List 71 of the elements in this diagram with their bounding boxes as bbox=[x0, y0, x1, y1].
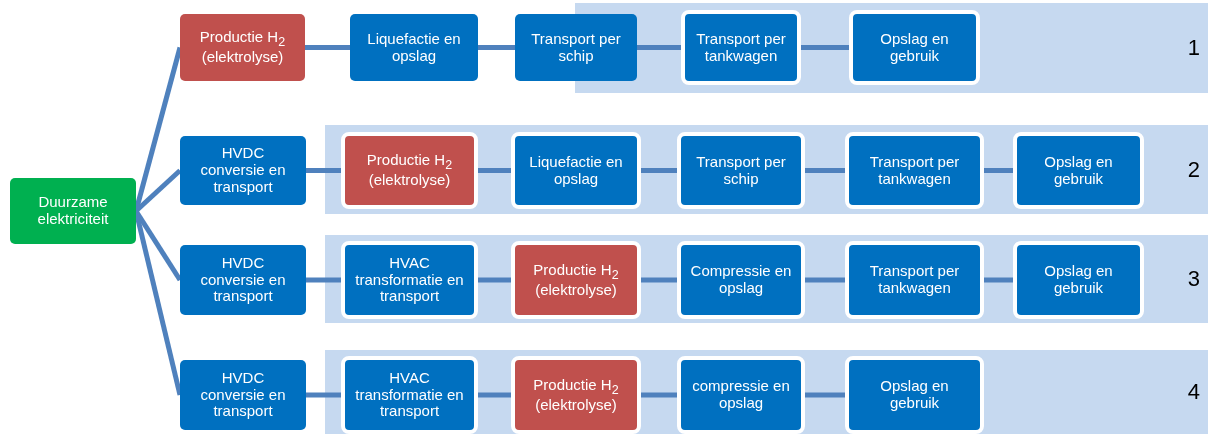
route-band bbox=[325, 125, 1208, 214]
source-box bbox=[10, 178, 136, 244]
process-box bbox=[350, 14, 478, 81]
process-box bbox=[511, 132, 641, 209]
connector-line bbox=[305, 45, 350, 50]
production-box bbox=[511, 241, 641, 319]
process-box bbox=[180, 245, 306, 315]
box-label: Compressie en opslag bbox=[689, 263, 793, 297]
route-band bbox=[325, 235, 1208, 323]
box-label: HVDC conversie en transport bbox=[199, 145, 287, 196]
box-label: Liquefactie en opslag bbox=[366, 30, 462, 65]
box-label: Opslag en gebruik bbox=[1043, 153, 1114, 188]
route-number: 4 bbox=[1187, 379, 1200, 405]
box-label: HVAC transformatie en transport bbox=[354, 254, 465, 306]
box-label: Transport per tankwagen bbox=[868, 153, 961, 188]
route-number: 2 bbox=[1187, 156, 1200, 183]
process-box bbox=[180, 136, 306, 205]
connector-line bbox=[637, 45, 681, 50]
box-label: HVDC conversie en transport bbox=[199, 369, 287, 421]
production-box bbox=[511, 356, 641, 434]
box-label: compressie en opslag bbox=[691, 378, 791, 412]
process-box bbox=[341, 356, 478, 434]
box-label: Transport per schip bbox=[530, 30, 622, 65]
connector-line bbox=[478, 168, 511, 173]
process-box bbox=[341, 241, 478, 319]
box-label: HVDC conversie en transport bbox=[199, 254, 287, 306]
process-box bbox=[1013, 132, 1144, 209]
box-label: Opslag en gebruik bbox=[879, 30, 950, 65]
box-label: Transport per schip bbox=[695, 153, 787, 188]
process-box bbox=[845, 241, 984, 319]
connector-line bbox=[801, 45, 849, 50]
box-label: Liquefactie en opslag bbox=[528, 153, 624, 188]
connector-line bbox=[984, 277, 1013, 283]
process-box bbox=[845, 132, 984, 209]
connector-line bbox=[641, 392, 677, 398]
connector-line bbox=[805, 392, 845, 398]
connector-line bbox=[478, 45, 515, 50]
process-box bbox=[1013, 241, 1144, 319]
process-box bbox=[677, 356, 805, 434]
route-number: 3 bbox=[1187, 266, 1200, 292]
box-label: Productie H$_{2}$ (elektrolyse) bbox=[532, 376, 620, 414]
process-box bbox=[180, 360, 306, 430]
process-box bbox=[849, 10, 980, 85]
connector-line bbox=[306, 392, 341, 398]
connector-line bbox=[805, 168, 845, 173]
connector-line bbox=[641, 277, 677, 283]
route-band bbox=[325, 350, 1208, 434]
box-label: Productie H$_{2}$ (elektrolyse) bbox=[365, 152, 454, 189]
connector-line bbox=[805, 277, 845, 283]
process-box bbox=[845, 356, 984, 434]
process-box bbox=[677, 241, 805, 319]
connector-line bbox=[641, 168, 677, 173]
production-box bbox=[341, 132, 478, 209]
route-number: 1 bbox=[1187, 35, 1200, 61]
box-label: Opslag en gebruik bbox=[879, 378, 950, 412]
box-label: Transport per tankwagen bbox=[695, 30, 787, 65]
connector-line bbox=[478, 277, 511, 283]
process-box bbox=[515, 14, 637, 81]
connector-line bbox=[478, 392, 511, 398]
connector-line bbox=[306, 168, 341, 173]
box-label: Transport per tankwagen bbox=[868, 263, 961, 297]
connector-line bbox=[306, 277, 341, 283]
box-label: HVAC transformatie en transport bbox=[354, 369, 465, 421]
process-box bbox=[681, 10, 801, 85]
box-label: Opslag en gebruik bbox=[1043, 263, 1114, 297]
box-label: Productie H$_{2}$ (elektrolyse) bbox=[198, 29, 287, 66]
box-label: Duurzame elektriciteit bbox=[36, 194, 110, 228]
process-box bbox=[677, 132, 805, 209]
box-label: Productie H$_{2}$ (elektrolyse) bbox=[532, 261, 620, 299]
production-box bbox=[180, 14, 305, 81]
connector-line bbox=[984, 168, 1013, 173]
